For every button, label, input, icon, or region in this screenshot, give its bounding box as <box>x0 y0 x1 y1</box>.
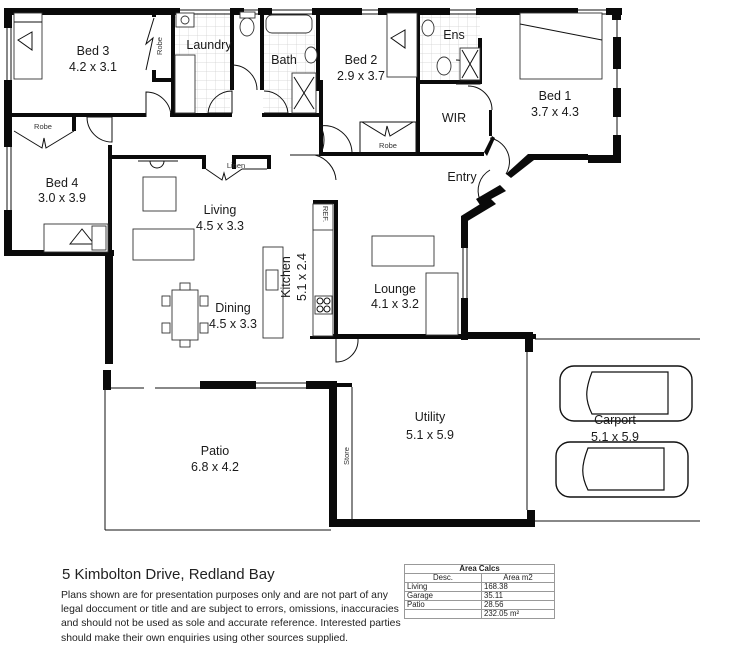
lounge-label: Lounge <box>374 282 416 296</box>
living-size: 4.5 x 3.3 <box>196 219 244 233</box>
table-row: Patio 28.56 <box>404 600 555 610</box>
patio-size: 6.8 x 4.2 <box>191 460 239 474</box>
table-row: Garage 35.11 <box>404 591 555 601</box>
row-desc <box>404 609 482 619</box>
lounge-size: 4.1 x 3.2 <box>371 297 419 311</box>
store-label: Store <box>342 447 351 465</box>
ref-label: REF. <box>321 206 330 222</box>
wir-label: WIR <box>442 111 466 125</box>
entry-label: Entry <box>447 170 477 184</box>
dining-size: 4.5 x 3.3 <box>209 317 257 331</box>
bath-label: Bath <box>271 53 297 67</box>
bed1-size: 3.7 x 4.3 <box>531 105 579 119</box>
bed3-size: 4.2 x 3.1 <box>69 60 117 74</box>
bed2-size: 2.9 x 3.7 <box>337 69 385 83</box>
area-calcs-table: Area Calcs Desc. Area m2 Living 168.38 G… <box>404 564 555 619</box>
row-area-total: 232.05 m² <box>481 609 555 619</box>
dining-label: Dining <box>215 301 250 315</box>
utility-size: 5.1 x 5.9 <box>406 428 454 442</box>
beds <box>13 12 603 253</box>
ens-label: Ens <box>443 28 465 42</box>
bed4-label: Bed 4 <box>46 176 79 190</box>
bed2-label: Bed 2 <box>345 53 378 67</box>
bed4-size: 3.0 x 3.9 <box>38 191 86 205</box>
linen-label: Linen <box>227 161 245 170</box>
living-label: Living <box>204 203 237 217</box>
kitchen-label: Kitchen <box>279 256 293 298</box>
carport-size: 5.1 x 5.9 <box>591 430 639 444</box>
small-labels: Robe Robe Robe Linen REF. Store <box>34 37 397 465</box>
laundry-label: Laundry <box>186 38 232 52</box>
carport-label: Carport <box>594 413 636 427</box>
patio-label: Patio <box>201 444 230 458</box>
kitchen-size: 5.1 x 2.4 <box>295 253 309 301</box>
row-desc: Patio <box>404 600 482 610</box>
robe-bed2-label: Robe <box>379 141 397 150</box>
robe-bed3-label: Robe <box>155 37 164 55</box>
utility-label: Utility <box>415 410 446 424</box>
room-labels: Bed 3 4.2 x 3.1 Laundry Bath Bed 2 2.9 x… <box>38 28 639 474</box>
fixtures <box>174 11 481 339</box>
furniture <box>132 160 459 348</box>
robe-bed4-label: Robe <box>34 122 52 131</box>
robes <box>13 17 417 181</box>
walls <box>4 8 622 527</box>
disclaimer-text: Plans shown are for presentation purpose… <box>61 590 401 644</box>
bed3-label: Bed 3 <box>77 44 110 58</box>
table-row-total: 232.05 m² <box>404 609 555 619</box>
cars <box>555 365 693 498</box>
property-address: 5 Kimbolton Drive, Redland Bay <box>62 566 275 583</box>
bed1-label: Bed 1 <box>539 89 572 103</box>
fine-lines <box>6 9 700 531</box>
